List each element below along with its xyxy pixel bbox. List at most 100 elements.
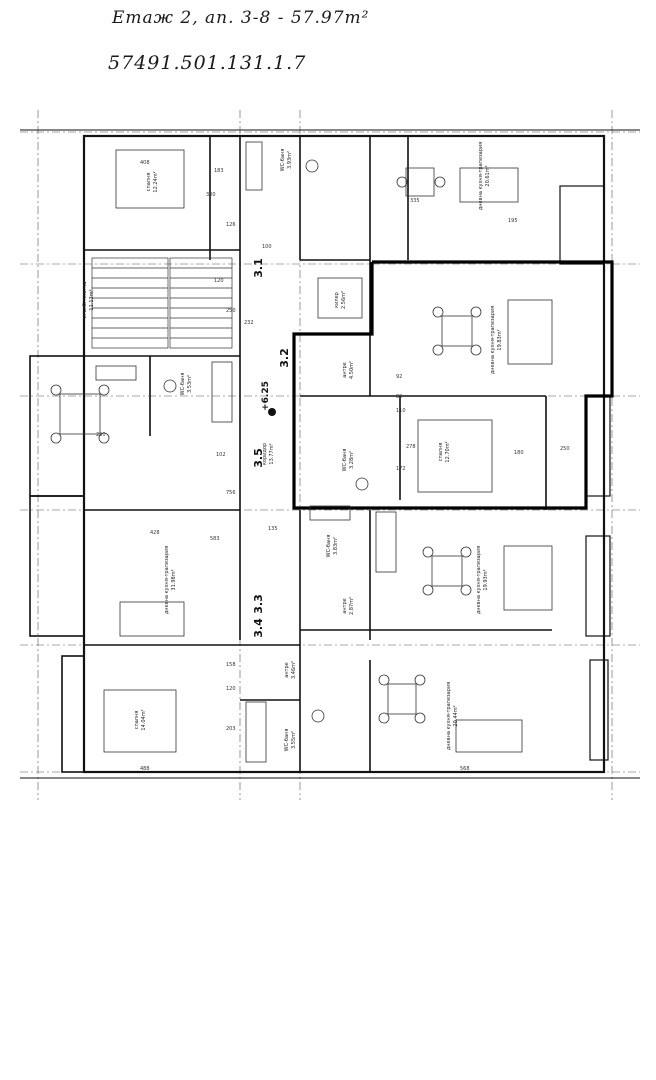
dimension: 300	[206, 192, 216, 198]
dimension: 92	[396, 374, 402, 380]
section-label: 3.5	[252, 448, 265, 468]
dimension: 110	[396, 408, 406, 414]
dimension: 100	[262, 244, 272, 250]
dimension: 120	[214, 278, 224, 284]
dimension: 250	[226, 308, 236, 314]
grid-lines	[20, 110, 640, 800]
room-name: дневна кухня-трапезария	[478, 142, 484, 210]
room-name: антре	[284, 662, 290, 678]
staircase	[91, 257, 233, 349]
dimension: 126	[226, 222, 236, 228]
bathtub-bottom	[245, 701, 267, 763]
sofa-left	[119, 601, 185, 637]
dimension: 203	[226, 726, 236, 732]
dimension: 120	[226, 686, 236, 692]
room-name: WC-баня	[180, 373, 186, 396]
dimension: 102	[216, 452, 226, 458]
room-area: 3.53m²	[187, 375, 193, 393]
room-name: антре	[342, 598, 348, 614]
room-area: 14.04m²	[141, 709, 147, 730]
dimension: 290	[96, 432, 106, 438]
dimension: 232	[244, 320, 254, 326]
room-area: 31.98m²	[171, 569, 177, 590]
section-label: 3.3	[252, 594, 265, 614]
room-name: WC-баня	[342, 449, 348, 472]
dining-table-br	[387, 683, 417, 715]
room-area: 20.61m²	[485, 165, 491, 186]
sofa-bottom-right	[455, 719, 523, 753]
dimension: 172	[396, 466, 406, 472]
room-name: WC-баня	[280, 149, 286, 172]
room-area: 12.70m²	[445, 441, 451, 462]
dimension: 183	[214, 168, 224, 174]
dimension: 158	[226, 662, 236, 668]
room-area: 2.87m²	[349, 597, 355, 615]
dining-table-left	[59, 393, 101, 435]
level-mark: +6.25	[261, 381, 271, 411]
room-area: 3.83m²	[333, 537, 339, 555]
room-name: коридор	[262, 443, 268, 465]
level-marker-icon	[268, 408, 276, 416]
dining-table-r3	[431, 555, 463, 587]
section-marks: 3.1 3.2 3.3 3.4 3.5 +6.25	[252, 258, 291, 638]
room-name: дневна кухня-трапезария	[476, 546, 482, 614]
room-name: дневна кухня-трапезария	[164, 546, 170, 614]
interior-walls	[84, 136, 552, 772]
room-area: 12.24m²	[153, 171, 159, 192]
room-name: дневна кухня-трапезария	[490, 306, 496, 374]
dimension: 488	[140, 766, 150, 772]
dimension: 756	[226, 490, 236, 496]
room-area: 19.93m²	[483, 569, 489, 590]
room-area: 3.46m²	[291, 661, 297, 679]
dimension: 180	[514, 450, 524, 456]
outer-walls	[20, 129, 640, 779]
bed-top-left	[115, 149, 185, 209]
handwritten-title: Етаж 2, ап. 3-8 - 57.97m²	[112, 8, 370, 28]
section-label: 3.1	[252, 258, 265, 278]
sofa-right-3	[503, 545, 553, 611]
room-name: WC-баня	[284, 729, 290, 752]
room-name: спалня	[146, 173, 152, 192]
sofa-right-2	[507, 299, 553, 365]
room-name: антре	[342, 362, 348, 378]
room-name: WC-баня	[326, 535, 332, 558]
room-area: 3.28m²	[349, 451, 355, 469]
dining-table-r2	[441, 315, 473, 347]
room-area: 11.13m²	[89, 289, 95, 310]
section-label: 3.2	[278, 348, 291, 368]
dimension: 135	[268, 526, 278, 532]
apartment-outline	[292, 260, 614, 510]
dimension: 335	[410, 198, 420, 204]
room-area: 3.55m²	[291, 731, 297, 749]
room-name: дневна кухня-трапезария	[446, 682, 452, 750]
bed-bottom-left	[103, 689, 177, 753]
dimension-labels: 408 300 183 126 100 120 250 232 335 195 …	[96, 160, 570, 772]
dimension: 408	[140, 160, 150, 166]
dimension: 428	[150, 530, 160, 536]
bathtub-top	[245, 141, 263, 191]
room-area: 13.77m²	[269, 443, 275, 464]
handwritten-cadastre-number: 57491.501.131.1.7	[108, 52, 307, 74]
dimension: 568	[460, 766, 470, 772]
dimension: 250	[560, 446, 570, 452]
dimension: 583	[210, 536, 220, 542]
room-name: килер	[334, 292, 340, 308]
room-name: спалня	[134, 711, 140, 730]
room-name: спалня	[438, 443, 444, 462]
furniture	[50, 141, 553, 763]
room-name: стълб. клетка	[82, 282, 88, 319]
room-area: 4.50m²	[349, 361, 355, 379]
section-label: 3.4	[252, 618, 265, 638]
dimension: 195	[508, 218, 518, 224]
sofa-top-right	[459, 167, 519, 203]
room-area: 2.56m²	[341, 291, 347, 309]
closet-box	[317, 277, 363, 319]
dimension: 278	[406, 444, 416, 450]
dimension: 82	[396, 394, 402, 400]
bed-right	[417, 419, 493, 493]
bathtub-left	[211, 361, 233, 423]
room-area: 20.44m²	[453, 705, 459, 726]
room-area: 19.83m²	[497, 329, 503, 350]
